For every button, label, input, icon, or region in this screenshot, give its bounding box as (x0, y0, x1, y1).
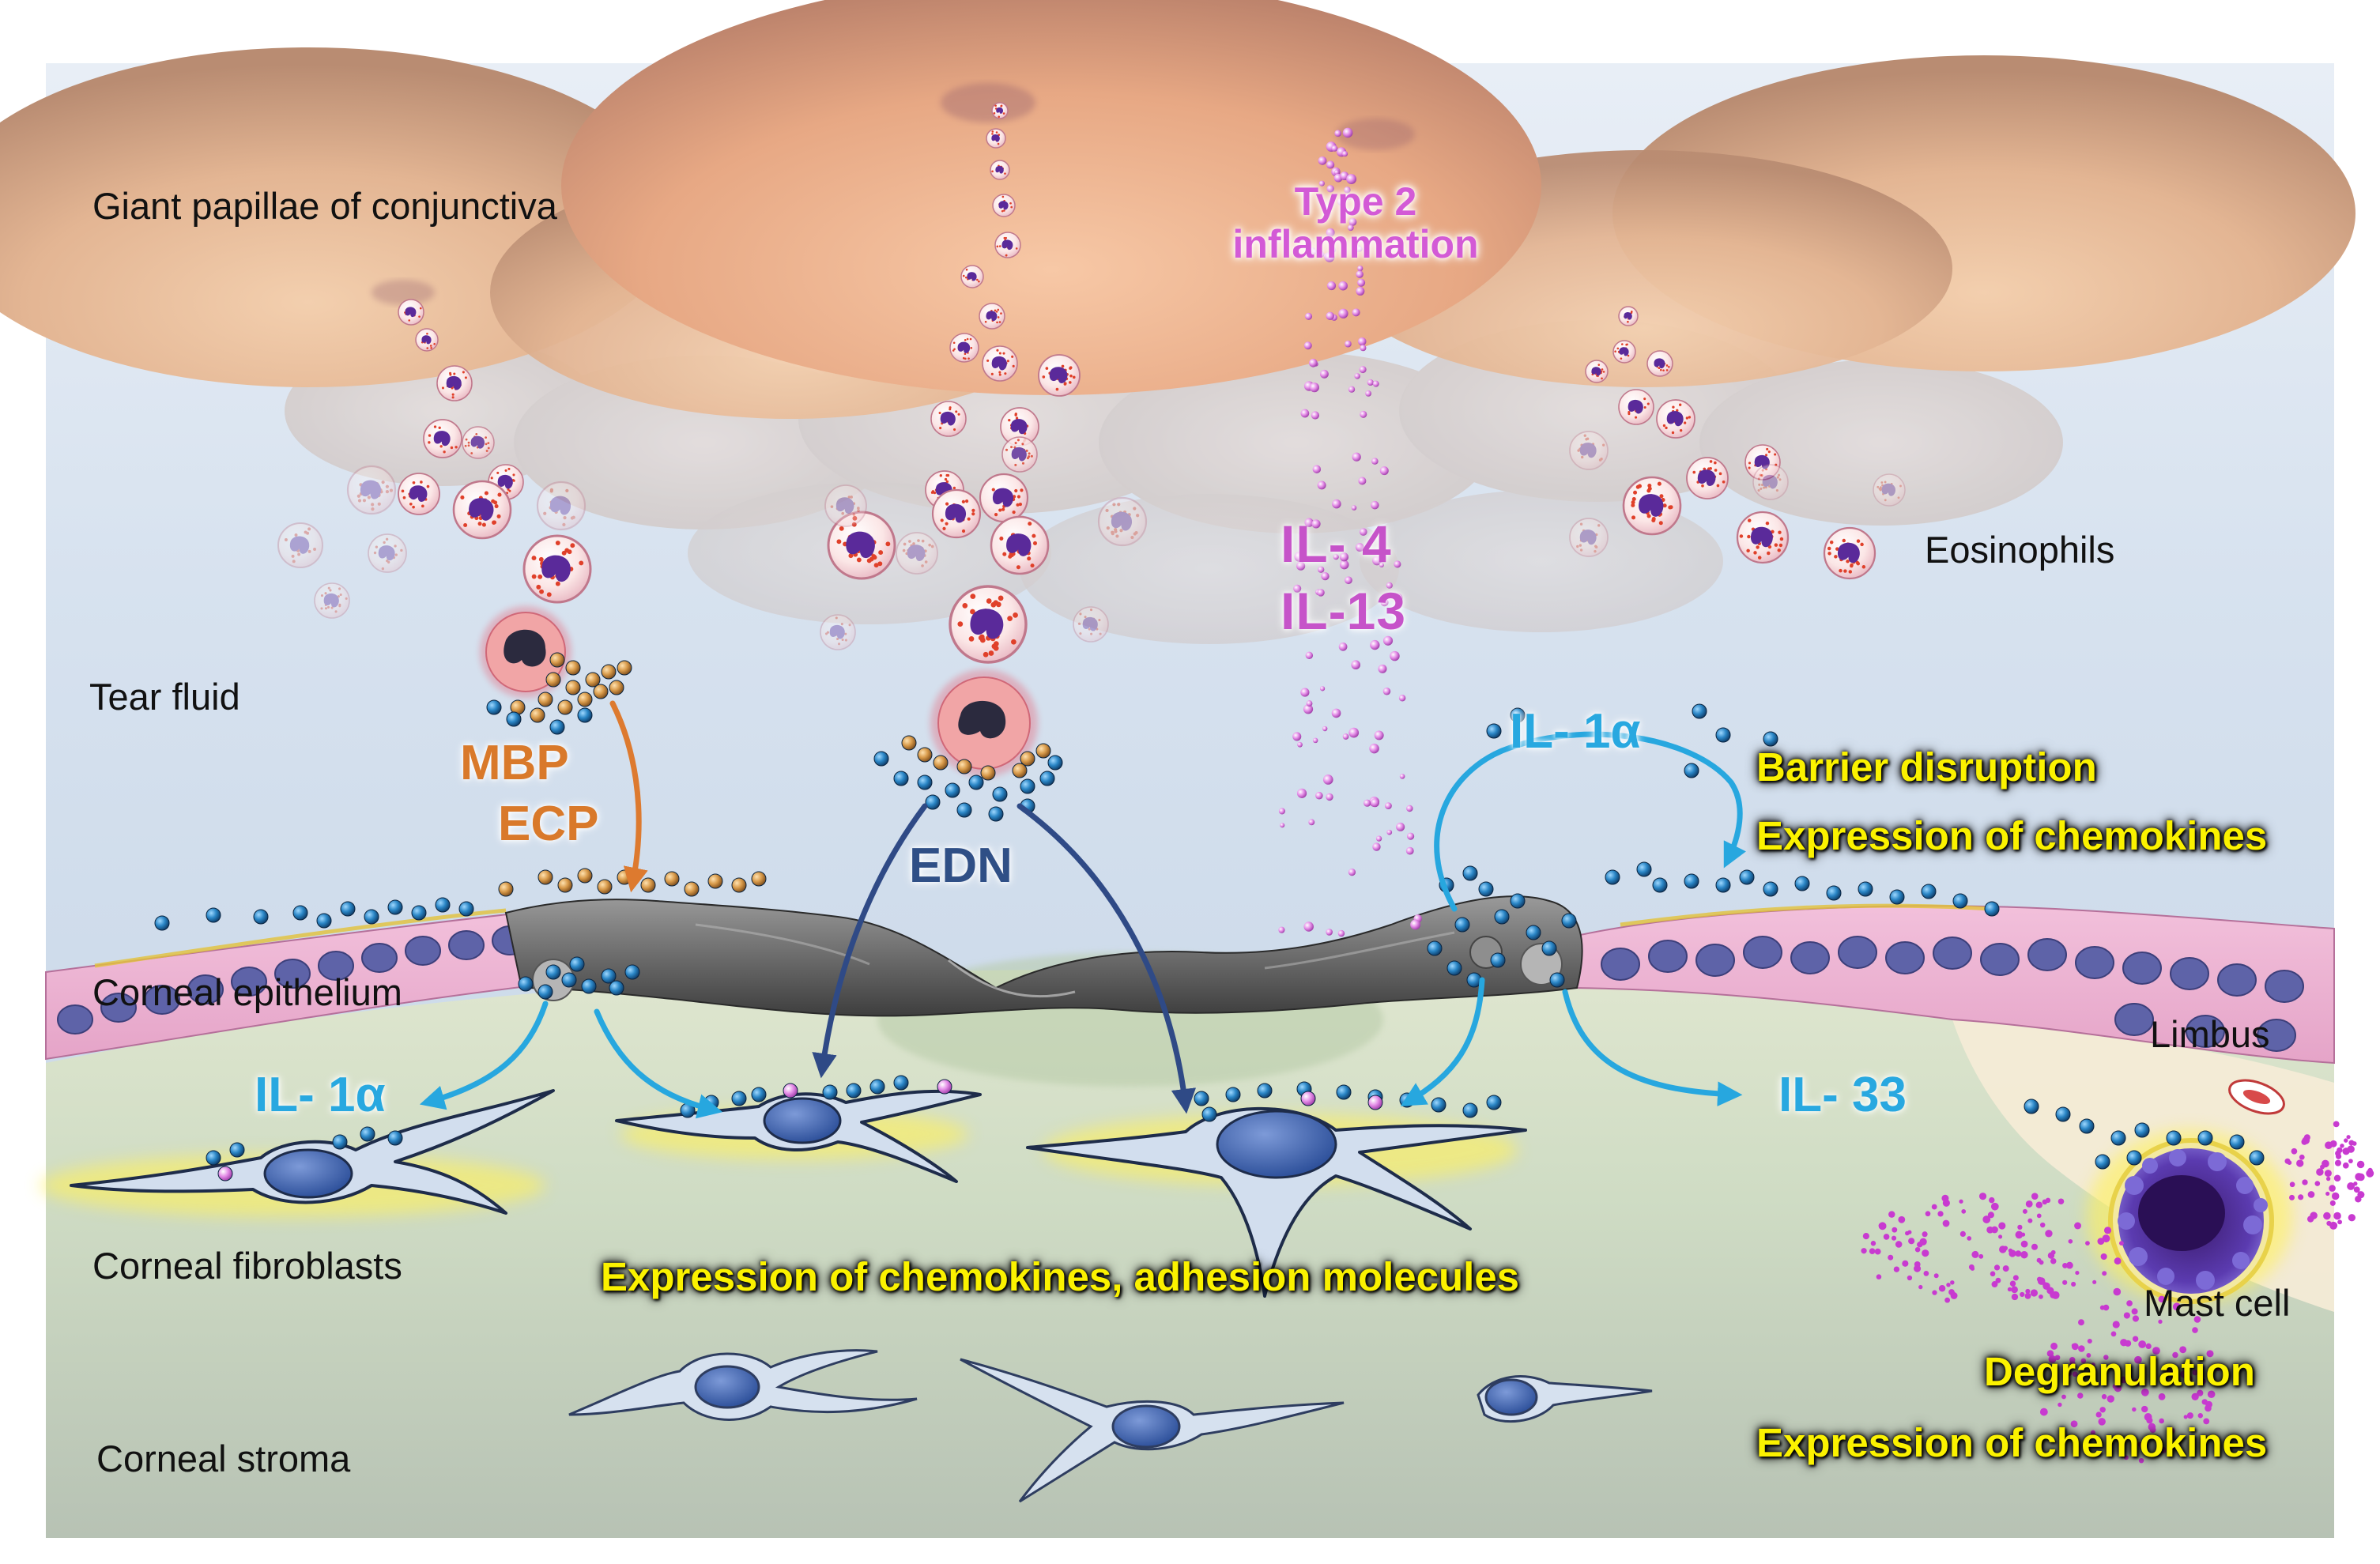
label-limbus: Limbus (2150, 1013, 2270, 1055)
eosinophils (277, 102, 1906, 664)
activated-eosinophils (480, 606, 1038, 777)
label-ecp: ECP (498, 797, 599, 851)
label-corneal-stroma: Corneal stroma (96, 1438, 351, 1479)
label-il1a-left: IL- 1α (255, 1068, 386, 1122)
epithelial-nuclei (57, 925, 2304, 1052)
label-type2-line1: Type 2 (1294, 179, 1417, 224)
label-tear-fluid: Tear fluid (89, 676, 240, 718)
label-expression-adhesion: Expression of chemokines, adhesion molec… (601, 1254, 1520, 1299)
arrow-mbp-ecp (609, 700, 648, 893)
label-eosinophils: Eosinophils (1925, 529, 2115, 571)
label-giant-papillae: Giant papillae of conjunctiva (92, 185, 557, 227)
arrow-il33 (1562, 989, 1743, 1106)
label-degranulation: Degranulation (1984, 1349, 2255, 1394)
cytokine-dots (1278, 127, 2374, 1464)
label-corneal-fibroblasts: Corneal fibroblasts (92, 1245, 402, 1287)
label-corneal-epithelium: Corneal epithelium (92, 971, 402, 1013)
label-il4: IL- 4 (1281, 514, 1392, 573)
red-blood-cell (2228, 1079, 2285, 1115)
stromal-fibroblasts (568, 1349, 1653, 1503)
arrow-il1a-left-1 (419, 1001, 549, 1110)
label-expression-chemokines-top: Expression of chemokines (1756, 813, 2268, 858)
label-barrier-disruption: Barrier disruption (1756, 744, 2097, 790)
arrows (419, 700, 1746, 1119)
mast-cell (2108, 1138, 2274, 1304)
arrow-edn-right (1016, 803, 1197, 1114)
giant-papillae (0, 0, 2355, 419)
arrow-il1a-to-fibroblast (1400, 977, 1485, 1106)
label-type2-inflammation: Type 2 inflammation (1229, 182, 1482, 264)
label-il33: IL- 33 (1778, 1068, 1907, 1122)
arrow-edn-left (812, 803, 928, 1079)
label-type2-line2: inflammation (1232, 222, 1479, 266)
arrow-il1a-right-loop (1434, 731, 1746, 912)
label-il13: IL-13 (1281, 582, 1407, 640)
arrow-il1a-left-2 (594, 1008, 723, 1119)
label-expression-chemokines-bottom: Expression of chemokines (1756, 1420, 2268, 1465)
label-edn: EDN (909, 839, 1013, 893)
damaged-epithelium (504, 895, 1583, 1017)
label-mast-cell: Mast cell (2144, 1282, 2291, 1324)
label-mbp: MBP (460, 736, 569, 790)
label-il1a-right: IL- 1α (1510, 704, 1641, 759)
